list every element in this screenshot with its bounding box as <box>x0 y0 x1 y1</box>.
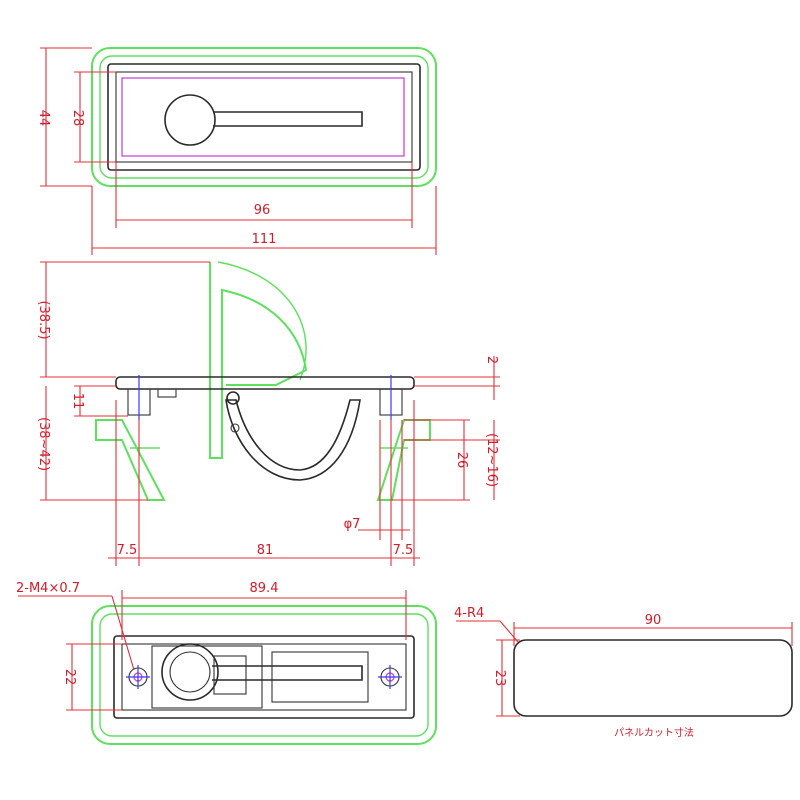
top-view-handle <box>164 94 363 146</box>
top-view-dimensions <box>40 47 437 255</box>
dim-side-offset-right: 7.5 <box>393 543 414 558</box>
side-view: (38.5) 2 11 (38~42) 26 (12~16) φ7 7.5 81… <box>36 261 500 566</box>
dim-side-top-thickness: 2 <box>484 356 499 364</box>
dim-side-hole-pitch: 81 <box>257 543 274 558</box>
dim-side-offset-left: 7.5 <box>117 543 138 558</box>
bottom-view-dimensions <box>18 590 407 711</box>
top-view-bezel <box>99 55 429 179</box>
dim-top-width-outer: 111 <box>252 232 277 247</box>
dim-side-panel-range: (38~42) <box>36 417 51 471</box>
side-view-panel-right <box>376 419 431 501</box>
side-view-lever <box>209 262 308 459</box>
bottom-view-handle <box>161 643 363 701</box>
top-view-body <box>107 63 421 171</box>
bottom-view-screw-left <box>126 665 150 689</box>
dim-side-depth: 26 <box>454 452 469 469</box>
top-view-panel-outline <box>91 47 437 187</box>
dim-cutout-height: 23 <box>492 670 507 687</box>
dim-side-hole-dia: φ7 <box>344 517 361 532</box>
dim-top-width-inner: 96 <box>254 203 271 218</box>
bottom-view-body <box>113 635 415 719</box>
side-view-panel-left <box>95 419 166 501</box>
top-view-inner-face <box>121 77 405 157</box>
panel-cutout: 4-R4 90 23 パネルカット寸法 <box>454 606 793 739</box>
dim-side-lever-height: (38.5) <box>36 300 51 339</box>
dim-bottom-thread: 2-M4×0.7 <box>16 581 80 596</box>
dim-cutout-width: 90 <box>645 613 662 628</box>
bottom-view: 2-M4×0.7 89.4 22 <box>16 581 437 745</box>
panel-cutout-outline <box>513 639 793 717</box>
dim-side-flange-height: 11 <box>70 393 85 410</box>
dim-bottom-height: 22 <box>62 669 77 686</box>
dim-top-height-inner: 28 <box>70 110 85 127</box>
dim-bottom-pitch: 89.4 <box>250 581 279 596</box>
side-view-flange <box>115 376 415 390</box>
bottom-view-panel-outline <box>91 605 437 745</box>
side-view-dimensions <box>40 261 500 566</box>
panel-cutout-caption: パネルカット寸法 <box>614 726 694 739</box>
dim-side-clamp-range: (12~16) <box>484 433 499 487</box>
bottom-view-screw-right <box>378 665 402 689</box>
top-view: 44 28 96 111 <box>36 47 437 255</box>
top-view-inner-recess <box>115 71 413 163</box>
dim-top-height-outer: 44 <box>36 110 51 127</box>
side-view-latch <box>225 399 361 481</box>
dim-cutout-radius: 4-R4 <box>454 606 484 621</box>
panel-cutout-dimensions <box>456 620 793 717</box>
